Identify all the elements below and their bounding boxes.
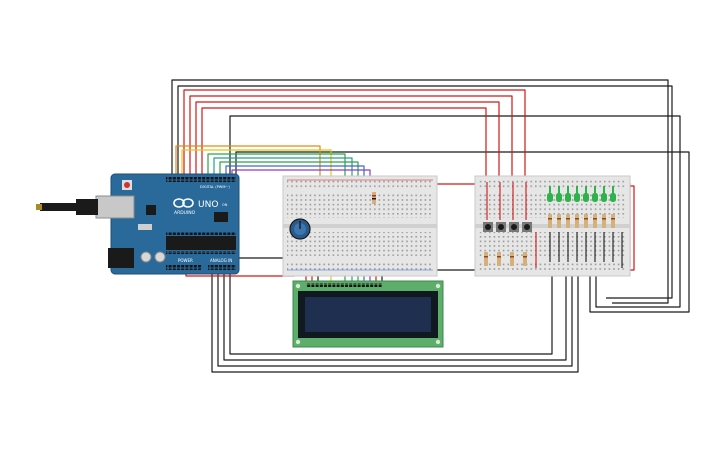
potentiometer[interactable] (289, 218, 311, 240)
button-resistors (484, 252, 527, 266)
usb-cable (40, 203, 78, 211)
wire-black-2 (177, 85, 673, 299)
wire-orange (175, 145, 321, 200)
wire-red-2 (189, 95, 513, 182)
wire-bottom-1 (211, 248, 579, 373)
led-array (547, 186, 616, 202)
power-label: POWER (178, 258, 193, 263)
arduino-logo (173, 198, 194, 208)
digital-header (166, 177, 236, 182)
wire-black-4 (235, 151, 690, 313)
wire-black-3 (229, 115, 681, 308)
on-label: ON (222, 203, 228, 207)
lcd-pin-header (306, 283, 382, 287)
analog-label: ANALOG IN (210, 258, 232, 263)
atmega-chip (166, 236, 236, 250)
analog-header (208, 265, 236, 270)
wire-black-outer (171, 79, 669, 304)
led-6 (592, 186, 598, 202)
resistor-lcd-backlight (372, 192, 376, 204)
led-5 (583, 186, 589, 202)
usb-connector (95, 195, 135, 219)
wire-red-4 (201, 107, 487, 182)
right-board-jumpers (549, 232, 623, 268)
lcd-screen (305, 297, 431, 332)
push-button-2[interactable] (496, 222, 506, 232)
right-board-red-jumpers (486, 182, 537, 268)
power-header (166, 265, 202, 270)
power-jack (108, 248, 134, 268)
led-7 (601, 186, 607, 202)
led-1 (547, 186, 553, 202)
push-button-3[interactable] (509, 222, 519, 232)
wire-bottom-2 (217, 248, 573, 367)
board-logo-text: UNO (198, 200, 218, 210)
led-8 (610, 186, 616, 202)
wire-red-3 (195, 101, 500, 182)
arduino-uno-board[interactable]: UNO ARDUINO DIGITAL (PWM~) POWER ANALOG … (36, 173, 240, 275)
led-2 (556, 186, 562, 202)
led-3 (565, 186, 571, 202)
wire-bottom-4 (229, 248, 553, 355)
push-button-4[interactable] (522, 222, 532, 232)
push-button-1[interactable] (483, 222, 493, 232)
board-brand-text: ARDUINO (174, 210, 196, 216)
wire-red-1 (183, 89, 526, 182)
lcd-16x2 (292, 280, 444, 348)
led-resistors (548, 214, 615, 228)
digital-label: DIGITAL (PWM~) (200, 185, 230, 189)
push-buttons[interactable] (483, 222, 532, 232)
wire-bottom-3 (223, 248, 567, 361)
led-4 (574, 186, 580, 202)
